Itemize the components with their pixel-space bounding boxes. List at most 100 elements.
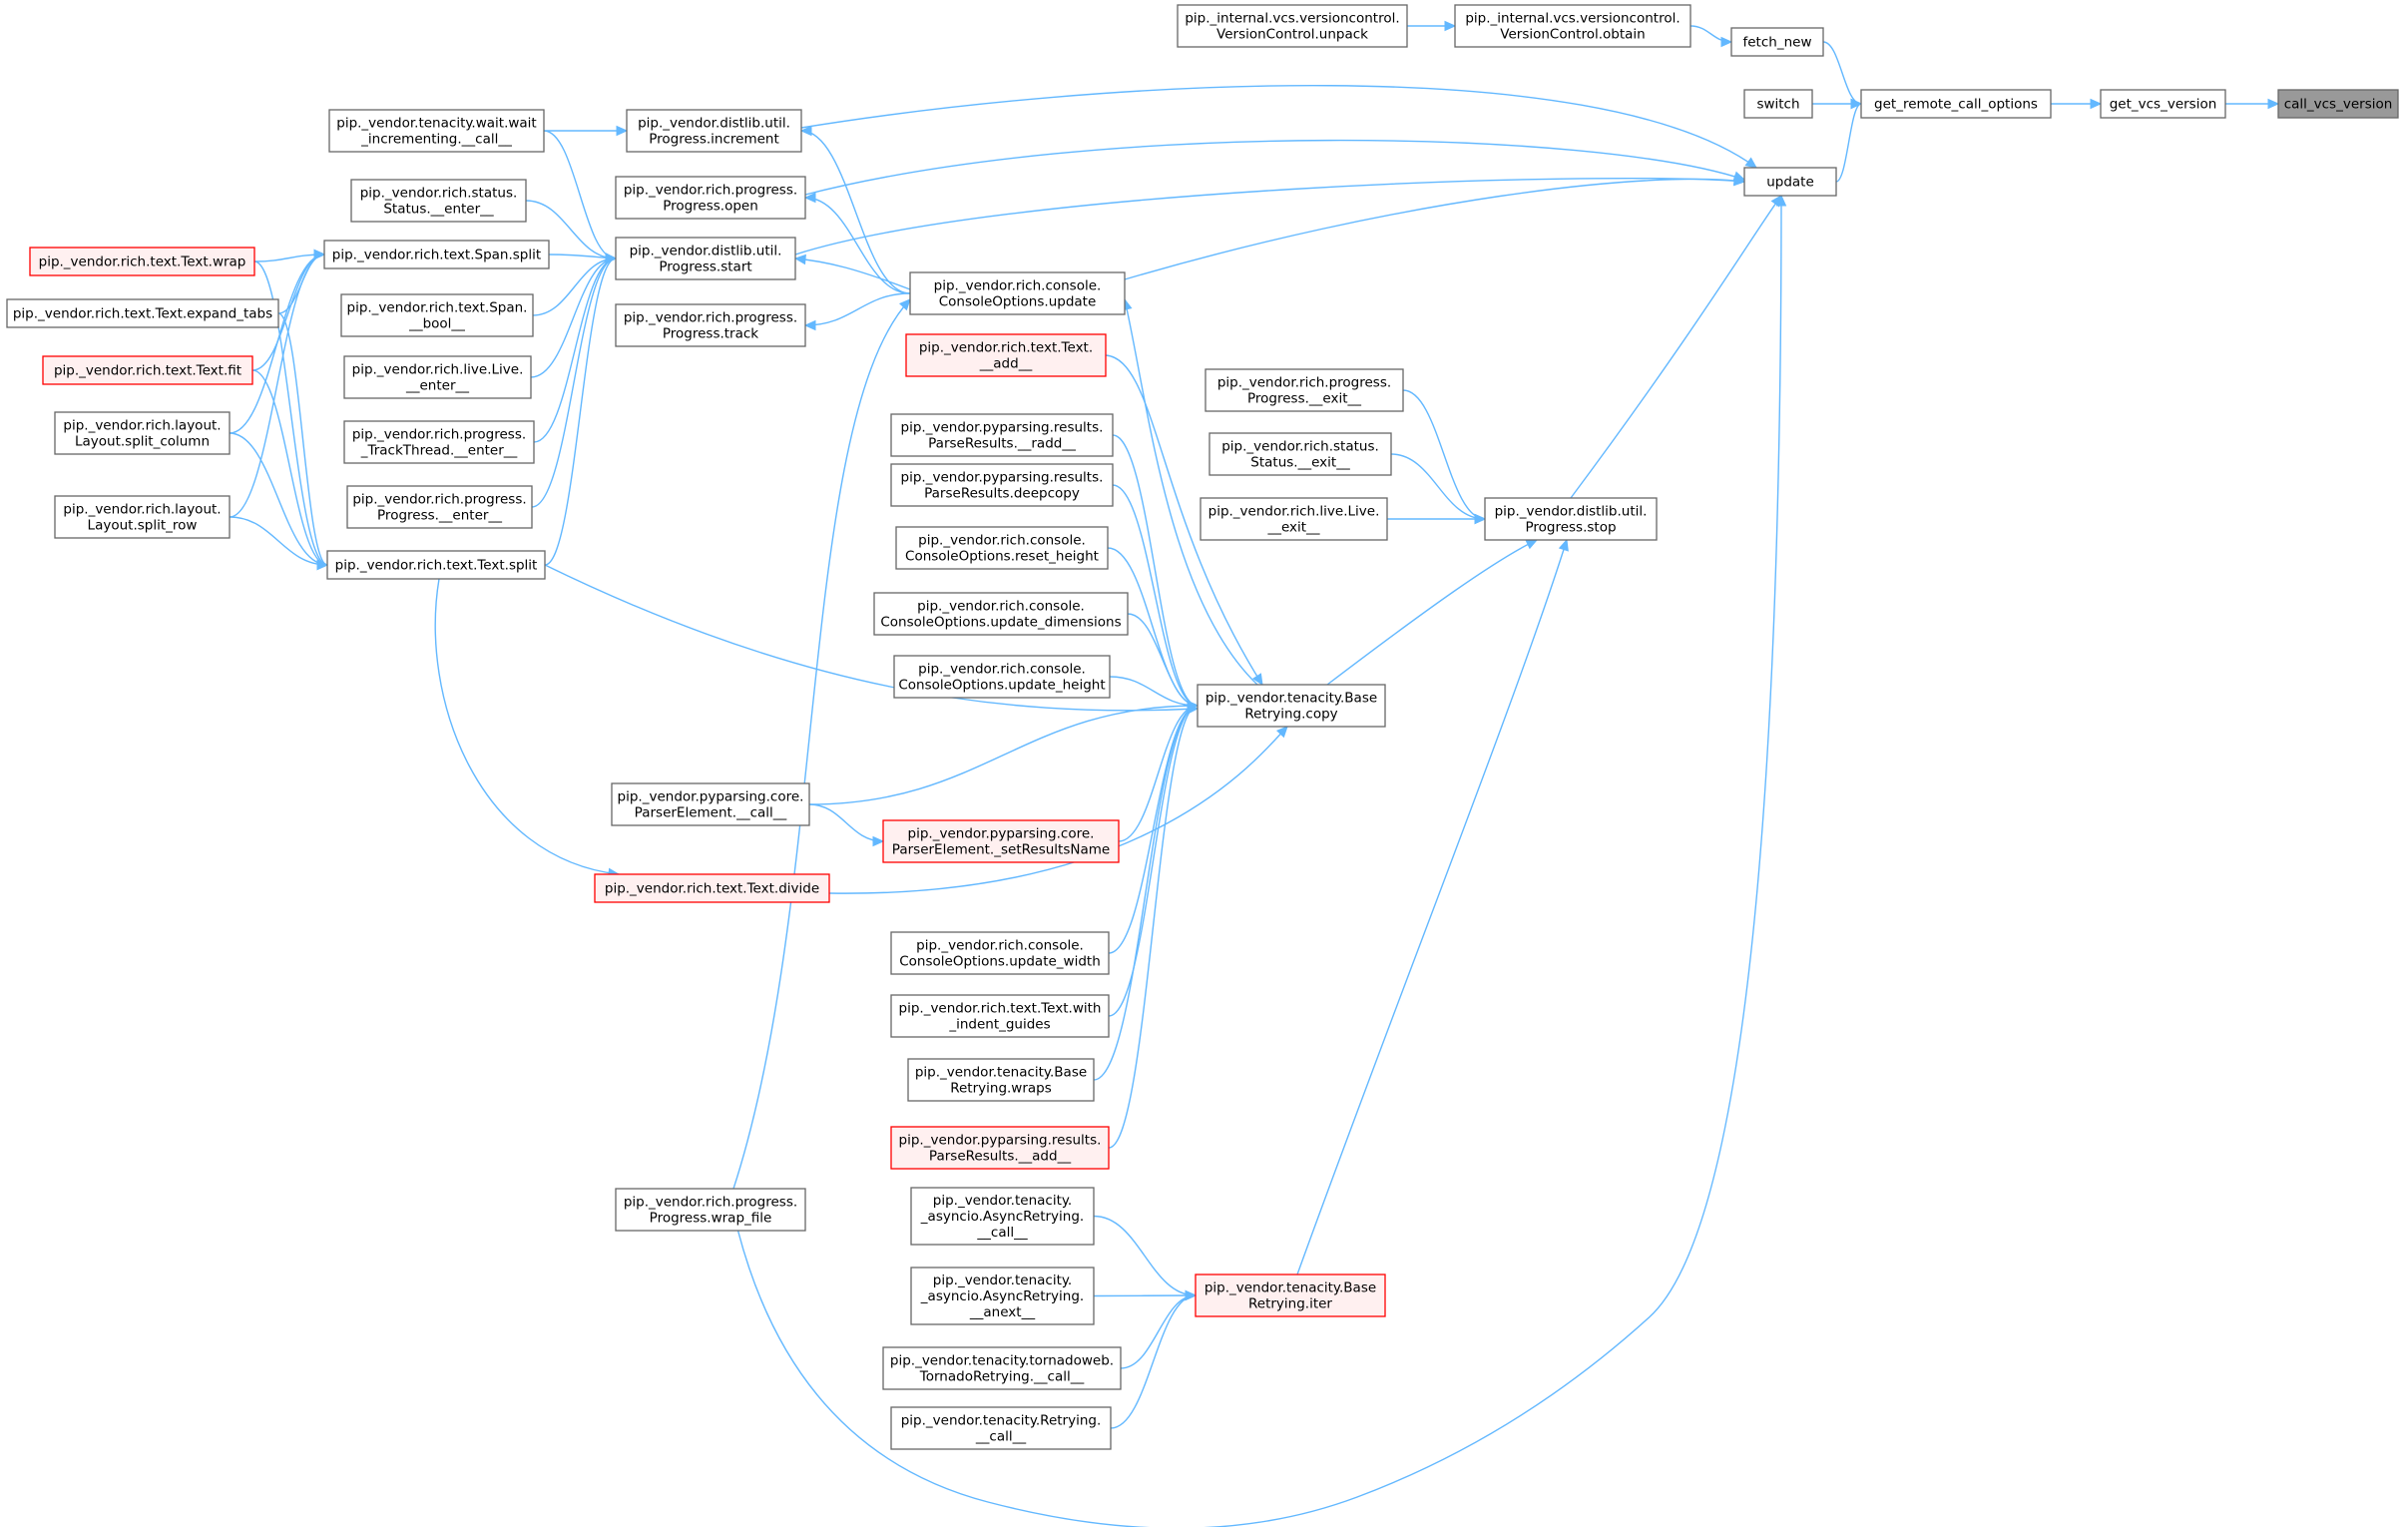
- edge-update-to-get_remote_call_options: [1835, 98, 1863, 183]
- node-rp_enter[interactable]: pip._vendor.rich.progress.Progress.__ent…: [346, 485, 533, 529]
- edge-arrowhead: [793, 254, 806, 265]
- node-label-line: Retrying.iter: [1248, 1296, 1332, 1312]
- edge-line: [543, 130, 617, 259]
- node-ten_wait[interactable]: pip._vendor.tenacity.wait.wait_increment…: [328, 109, 545, 153]
- node-get_vcs_version[interactable]: get_vcs_version: [2100, 89, 2226, 119]
- node-label-line: Layout.split_column: [75, 434, 210, 450]
- edge-line: [544, 257, 617, 566]
- node-span_split[interactable]: pip._vendor.rich.text.Span.split: [323, 240, 550, 269]
- node-async_call[interactable]: pip._vendor.tenacity._asyncio.AsyncRetry…: [910, 1187, 1095, 1246]
- node-box: [895, 526, 1109, 570]
- edge-arrowhead: [803, 319, 816, 331]
- node-dl_increment[interactable]: pip._vendor.distlib.util.Progress.increm…: [626, 109, 802, 153]
- node-live_enter[interactable]: pip._vendor.rich.live.Live.__enter__: [343, 355, 532, 399]
- node-label-line: Progress.open: [663, 199, 758, 215]
- node-track_enter[interactable]: pip._vendor.rich.progress._TrackThread._…: [343, 420, 535, 464]
- node-label-line: pip._vendor.rich.text.Text.: [919, 340, 1093, 356]
- node-split_column[interactable]: pip._vendor.rich.layout.Layout.split_col…: [54, 411, 231, 455]
- edge-vc_unpack-to-vc_obtain: [1407, 20, 1457, 32]
- node-pr_radd[interactable]: pip._vendor.pyparsing.results.ParseResul…: [890, 413, 1114, 457]
- node-text_wrap[interactable]: pip._vendor.rich.text.Text.wrap: [29, 247, 255, 276]
- edge-line: [1112, 484, 1199, 707]
- node-retrying_call[interactable]: pip._vendor.tenacity.Retrying.__call__: [890, 1406, 1112, 1450]
- node-pe_call[interactable]: pip._vendor.pyparsing.core.ParserElement…: [611, 782, 810, 826]
- edge-line: [1093, 1294, 1197, 1297]
- edge-text_divide-to-br_copy: [828, 726, 1288, 894]
- edge-pr_add-to-br_copy: [1108, 700, 1200, 1149]
- node-label-line: ConsoleOptions.update: [939, 294, 1097, 310]
- node-box: [890, 1126, 1110, 1170]
- edge-arrowhead: [799, 125, 812, 137]
- node-fetch_new[interactable]: fetch_new: [1730, 27, 1824, 57]
- edge-arrowhead: [1251, 673, 1263, 687]
- node-box: [1200, 497, 1388, 541]
- node-label-line: _asyncio.AsyncRetrying.: [920, 1209, 1084, 1225]
- node-label-line: pip._vendor.pyparsing.results.: [899, 1133, 1102, 1149]
- node-text_split[interactable]: pip._vendor.rich.text.Text.split: [326, 550, 546, 580]
- node-rs_enter[interactable]: pip._vendor.rich.status.Status.__enter__: [350, 179, 527, 223]
- node-tornado_call[interactable]: pip._vendor.tenacity.tornadoweb.TornadoR…: [882, 1346, 1122, 1390]
- node-box: [626, 109, 802, 153]
- node-label-line: get_vcs_version: [2110, 97, 2217, 113]
- node-rs_exit[interactable]: pip._vendor.rich.status.Status.__exit__: [1208, 432, 1392, 476]
- node-vc_unpack[interactable]: pip._internal.vcs.versioncontrol.Version…: [1177, 4, 1408, 48]
- edge-line: [800, 130, 911, 294]
- node-call_vcs_version[interactable]: call_vcs_version: [2277, 89, 2399, 119]
- edge-pe_call-to-pe_setres: [808, 803, 885, 847]
- node-label-line: pip._vendor.rich.progress.: [1217, 375, 1391, 391]
- node-rp_open[interactable]: pip._vendor.rich.progress.Progress.open: [615, 176, 806, 220]
- node-label-line: Progress.track: [663, 326, 758, 342]
- node-text_add[interactable]: pip._vendor.rich.text.Text.__add__: [905, 333, 1107, 377]
- node-upd_height[interactable]: pip._vendor.rich.console.ConsoleOptions.…: [893, 655, 1111, 699]
- node-label-line: pip._vendor.rich.text.Text.expand_tabs: [13, 306, 272, 322]
- node-label-line: pip._vendor.tenacity.: [933, 1193, 1072, 1209]
- node-label-line: pip._vendor.pyparsing.results.: [901, 420, 1104, 436]
- node-box: [340, 293, 534, 337]
- edge-line: [1105, 354, 1263, 686]
- node-text_divide[interactable]: pip._vendor.rich.text.Text.divide: [594, 873, 830, 903]
- node-reset_height[interactable]: pip._vendor.rich.console.ConsoleOptions.…: [895, 526, 1109, 570]
- node-upd_width[interactable]: pip._vendor.rich.console.ConsoleOptions.…: [890, 931, 1110, 975]
- node-switch[interactable]: switch: [1743, 89, 1813, 119]
- node-label-line: ConsoleOptions.update_dimensions: [880, 615, 1121, 631]
- edge-cons_update-to-dl_increment: [799, 125, 911, 294]
- node-pr_deepcopy[interactable]: pip._vendor.pyparsing.results.ParseResul…: [890, 463, 1114, 507]
- node-get_remote_call_options[interactable]: get_remote_call_options: [1860, 89, 2052, 119]
- node-dl_stop[interactable]: pip._vendor.distlib.util.Progress.stop: [1484, 497, 1658, 541]
- node-cons_update[interactable]: pip._vendor.rich.console.ConsoleOptions.…: [909, 271, 1126, 315]
- node-vc_obtain[interactable]: pip._internal.vcs.versioncontrol.Version…: [1454, 4, 1691, 48]
- node-label-line: pip._vendor.rich.progress.: [352, 492, 526, 508]
- node-label-line: pip._vendor.rich.live.Live.: [352, 362, 524, 378]
- node-box: [882, 1346, 1122, 1390]
- edge-line: [533, 257, 617, 443]
- node-rp_exit[interactable]: pip._vendor.rich.progress.Progress.__exi…: [1204, 368, 1404, 412]
- edge-line: [794, 178, 1745, 255]
- edge-text_add-to-br_copy: [1105, 354, 1263, 687]
- node-split_row[interactable]: pip._vendor.rich.layout.Layout.split_row: [54, 495, 231, 539]
- node-update[interactable]: update: [1743, 167, 1837, 197]
- node-text_fit[interactable]: pip._vendor.rich.text.Text.fit: [42, 355, 253, 385]
- node-label-line: ParserElement.__call__: [635, 805, 787, 821]
- node-label-line: Progress.start: [659, 259, 751, 275]
- node-pe_setres[interactable]: pip._vendor.pyparsing.core.ParserElement…: [882, 819, 1120, 863]
- node-label-line: VersionControl.obtain: [1500, 27, 1645, 43]
- node-label-line: _TrackThread.__enter__: [360, 443, 518, 459]
- node-box: [615, 1188, 806, 1232]
- node-indent_guides[interactable]: pip._vendor.rich.text.Text.with_indent_g…: [890, 994, 1110, 1038]
- node-box: [1454, 4, 1691, 48]
- node-rp_track[interactable]: pip._vendor.rich.progress.Progress.track: [615, 303, 806, 347]
- edge-line: [1118, 705, 1199, 842]
- node-expand_tabs[interactable]: pip._vendor.rich.text.Text.expand_tabs: [6, 298, 279, 328]
- node-span_bool[interactable]: pip._vendor.rich.text.Span.__bool__: [340, 293, 534, 337]
- node-wrap_file[interactable]: pip._vendor.rich.progress.Progress.wrap_…: [615, 1188, 806, 1232]
- node-dl_start[interactable]: pip._vendor.distlib.util.Progress.start: [615, 237, 796, 280]
- node-box: [910, 1267, 1095, 1325]
- node-upd_dims[interactable]: pip._vendor.rich.console.ConsoleOptions.…: [873, 592, 1129, 636]
- node-async_anext[interactable]: pip._vendor.tenacity._asyncio.AsyncRetry…: [910, 1267, 1095, 1325]
- node-live_exit[interactable]: pip._vendor.rich.live.Live.__exit__: [1200, 497, 1388, 541]
- node-pr_add[interactable]: pip._vendor.pyparsing.results.ParseResul…: [890, 1126, 1110, 1170]
